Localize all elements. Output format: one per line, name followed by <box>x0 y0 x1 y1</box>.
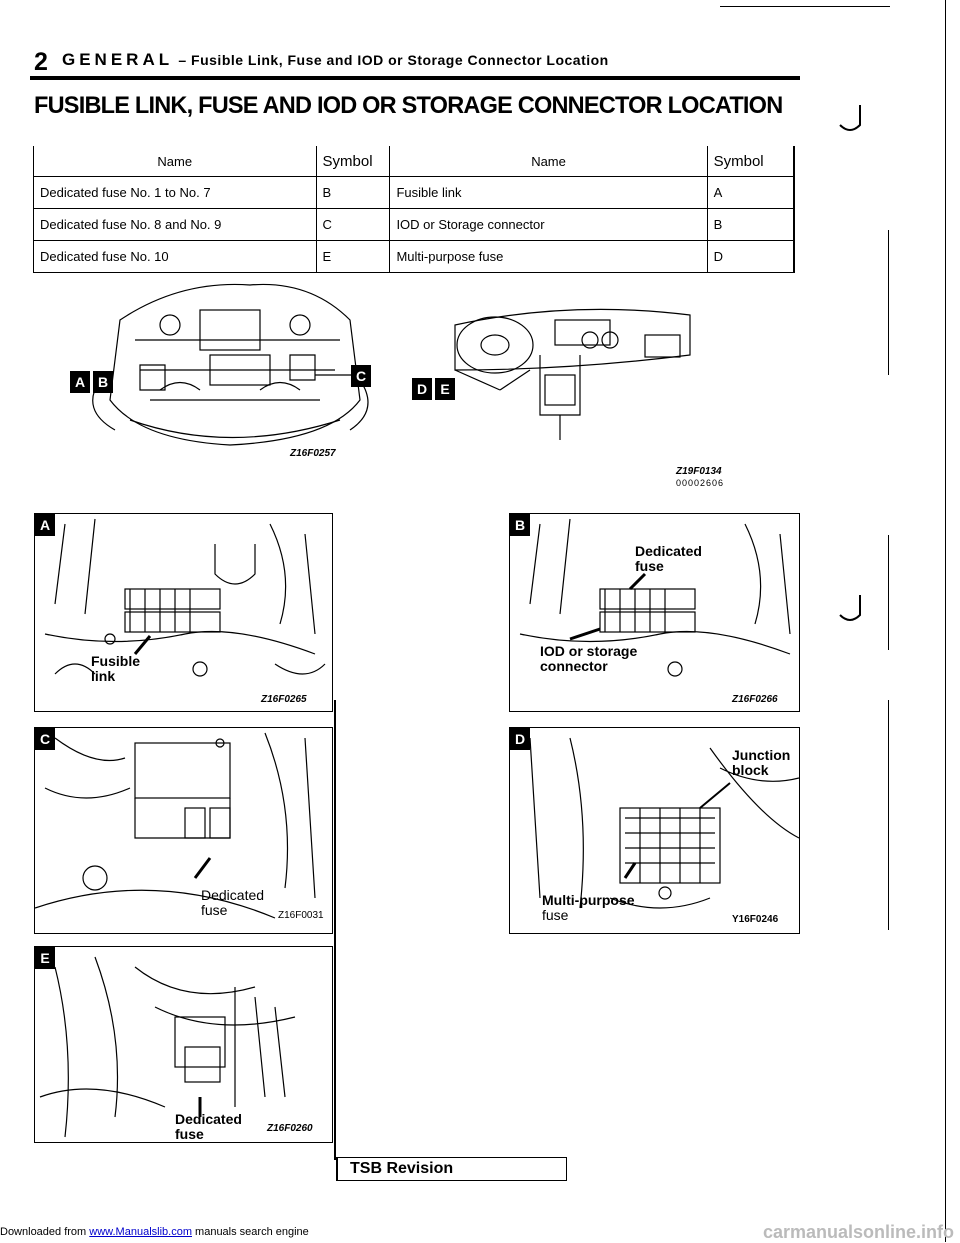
label-line: Multi-purpose <box>542 892 635 908</box>
detail-figure-E: E Dedicated fuse Z16F0260 <box>34 946 333 1143</box>
badge-A: A <box>70 371 90 393</box>
manualslib-link[interactable]: www.Manualslib.com <box>89 1226 192 1238</box>
label-line: Fusible <box>91 653 141 669</box>
figure-badge-A: A <box>35 514 55 536</box>
table-cell: Multi-purpose fuse <box>389 240 708 273</box>
figure-badge-C: C <box>35 728 55 750</box>
dedicated-fuse-iod-drawing <box>519 518 791 677</box>
tsb-revision-box: TSB Revision <box>336 1157 567 1181</box>
footer-suffix: manuals search engine <box>191 1226 309 1238</box>
badge-C: C <box>351 365 371 387</box>
badge-E: E <box>435 378 455 400</box>
engine-figure-code: Z16F0257 <box>290 448 336 459</box>
label-line: fuse <box>635 558 664 574</box>
figure-code-C: Z16F0031 <box>278 910 324 921</box>
label-dedicated-fuse: Dedicated fuse <box>635 544 702 574</box>
table-cell: D <box>706 240 795 273</box>
label-line: connector <box>540 658 608 674</box>
table-cell: B <box>706 208 795 241</box>
location-table: Name Symbol Name Symbol Dedicated fuse N… <box>33 146 795 273</box>
dashboard-sub-code: 00002606 <box>676 478 725 488</box>
watermark: carmanualsonline.info <box>762 1222 954 1242</box>
dashboard-illustration <box>440 295 700 445</box>
label-dedicated-fuse: Dedicated fuse <box>201 888 264 918</box>
dashboard-drawing <box>454 308 691 440</box>
label-line: Dedicated <box>175 1111 242 1127</box>
table-row: Dedicated fuse No. 1 to No. 7 B Fusible … <box>33 176 795 209</box>
tsb-revision-label: TSB Revision <box>350 1160 454 1177</box>
label-line: IOD or storage <box>540 643 638 659</box>
label-multi-purpose-fuse: Multi-purpose fuse <box>542 893 635 923</box>
engine-compartment-drawing <box>92 283 369 446</box>
figure-code-A: Z16F0265 <box>261 694 307 705</box>
dedicated-fuse-e-drawing <box>39 956 296 1138</box>
label-line: link <box>91 668 116 684</box>
margin-line <box>888 230 889 375</box>
table-cell: C <box>315 208 390 241</box>
detail-figure-D: D Junction block Multi-purpose fuse Y16F… <box>509 727 800 934</box>
label-line: fuse <box>201 902 228 918</box>
detail-figure-B: B Dedicated fuse IOD or storage connecto… <box>509 513 800 712</box>
margin-line <box>888 700 889 930</box>
table-row: Dedicated fuse No. 8 and No. 9 C IOD or … <box>33 208 795 241</box>
binding-hook-icon <box>839 105 861 131</box>
table-cell: A <box>706 176 795 209</box>
table-cell: IOD or Storage connector <box>389 208 708 241</box>
detail-figure-A: A Fusible link Z16F0265 <box>34 513 333 712</box>
detail-figure-C: C Dedicated fuse Z16F0031 <box>34 727 333 934</box>
label-line: Dedicated <box>201 887 265 903</box>
badge-B: B <box>93 371 113 393</box>
column-header-name: Name <box>33 146 317 177</box>
figure-badge-B: B <box>510 514 530 536</box>
badge-D: D <box>412 378 432 400</box>
table-header-row: Name Symbol Name Symbol <box>33 146 795 177</box>
page-edge-line <box>945 0 946 1242</box>
table-cell: Dedicated fuse No. 1 to No. 7 <box>33 176 317 209</box>
table-cell: Dedicated fuse No. 8 and No. 9 <box>33 208 317 241</box>
top-rule <box>720 6 890 7</box>
engine-compartment-illustration <box>60 280 400 460</box>
chapter-name: GENERAL <box>62 50 174 69</box>
dedicated-fuse-c-drawing <box>35 732 316 919</box>
fusible-link-drawing <box>44 518 326 677</box>
table-cell: E <box>315 240 390 273</box>
figure-badge-D: D <box>510 728 530 750</box>
table-row: Dedicated fuse No. 10 E Multi-purpose fu… <box>33 240 795 273</box>
label-iod-storage-connector: IOD or storage connector <box>540 644 637 674</box>
figure-code-D: Y16F0246 <box>732 914 779 925</box>
table-cell: Fusible link <box>389 176 708 209</box>
label-junction-block: Junction block <box>732 748 790 778</box>
label-line: fuse <box>175 1126 204 1142</box>
page-number: 2 <box>34 48 48 76</box>
running-header: GENERAL – Fusible Link, Fuse and IOD or … <box>62 50 609 70</box>
header-rule <box>30 76 800 80</box>
figure-code-E: Z16F0260 <box>267 1123 313 1134</box>
label-line: fuse <box>542 907 569 923</box>
label-dedicated-fuse: Dedicated fuse <box>175 1112 242 1142</box>
column-header-name: Name <box>389 146 708 177</box>
column-header-symbol: Symbol <box>706 146 795 177</box>
dashboard-figure-code: Z19F0134 <box>676 466 722 477</box>
figure-badge-E: E <box>35 947 55 969</box>
figure-code-B: Z16F0266 <box>732 694 778 705</box>
label-line: Dedicated <box>635 543 702 559</box>
multi-purpose-fuse-drawing <box>529 737 799 909</box>
footer-prefix: Downloaded from <box>0 1226 90 1238</box>
download-footer: Downloaded from www.Manualslib.com manua… <box>0 1226 309 1238</box>
header-subtitle: – Fusible Link, Fuse and IOD or Storage … <box>178 52 609 68</box>
label-line: block <box>732 762 769 778</box>
table-cell: Dedicated fuse No. 10 <box>33 240 317 273</box>
page-title: FUSIBLE LINK, FUSE AND IOD OR STORAGE CO… <box>34 92 783 119</box>
column-header-symbol: Symbol <box>315 146 390 177</box>
label-line: Junction <box>732 747 791 763</box>
table-cell: B <box>315 176 390 209</box>
label-fusible-link: Fusible link <box>91 654 140 684</box>
margin-line <box>888 535 889 650</box>
column-divider <box>334 700 336 1160</box>
binding-hook-icon <box>839 595 861 621</box>
